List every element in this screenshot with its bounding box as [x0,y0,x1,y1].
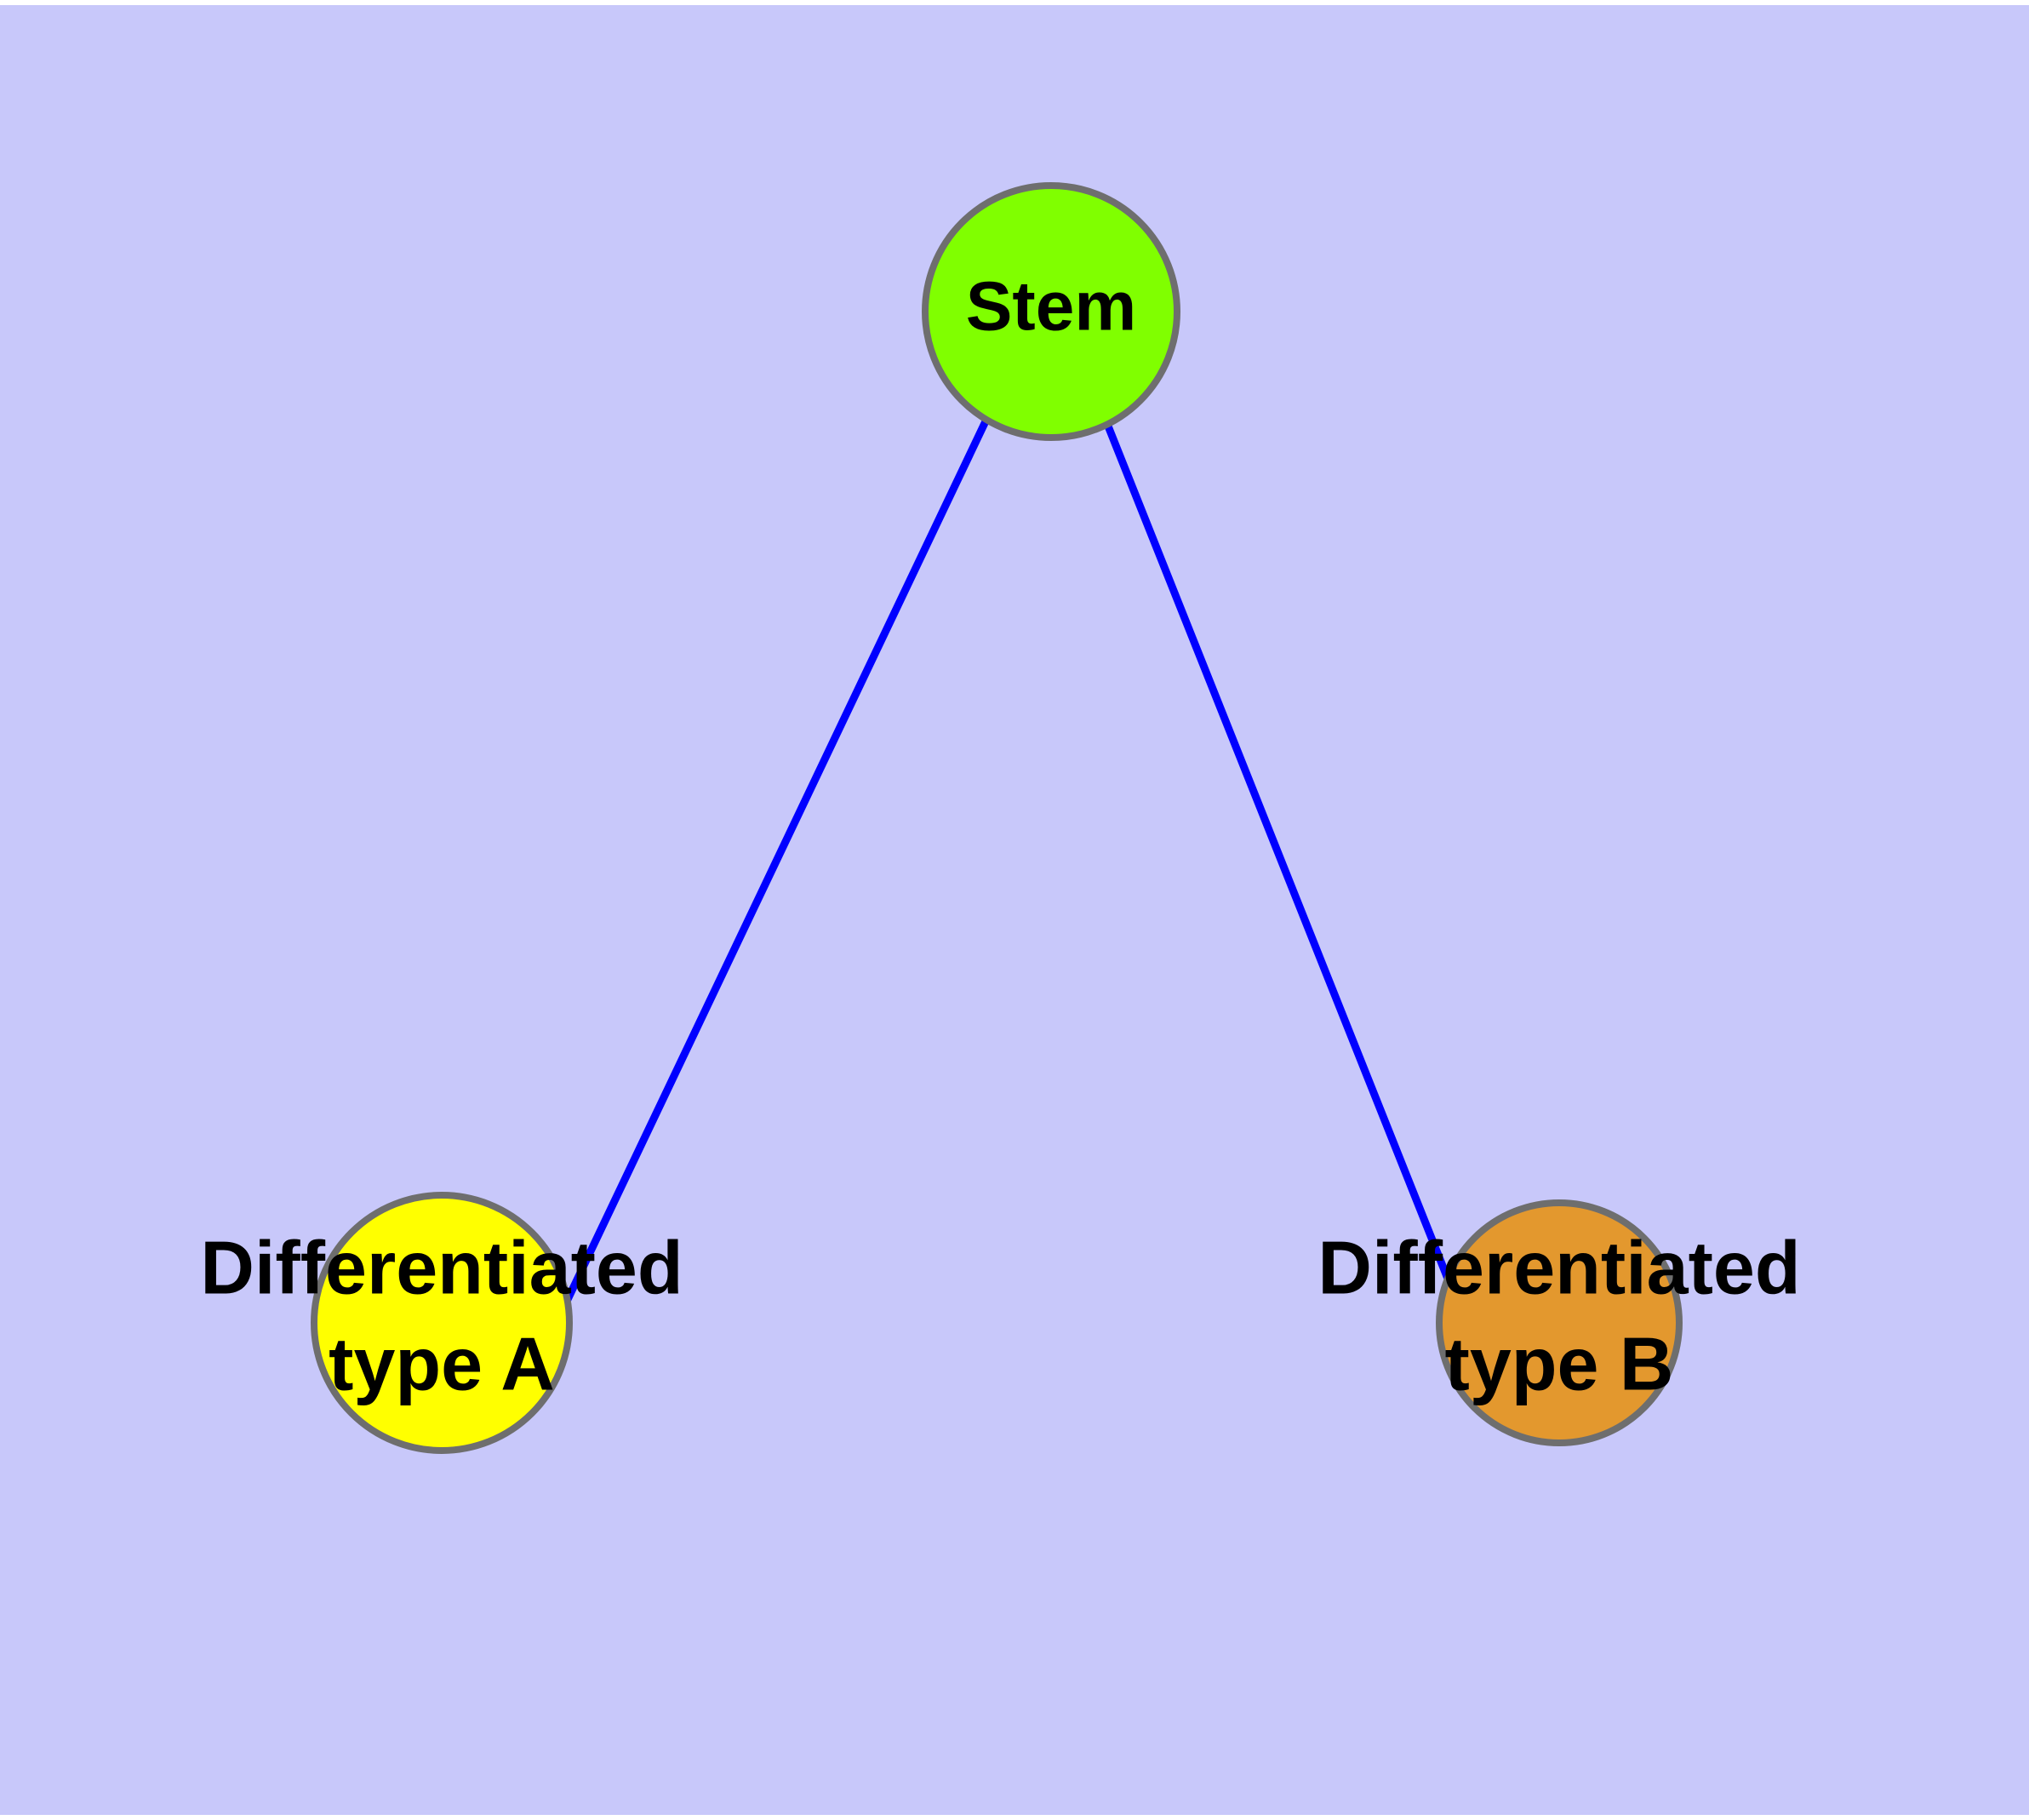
node-label-differentiated-type-a-line-1: Differentiated [200,1225,683,1309]
node-stem[interactable] [922,182,1180,441]
diagram-canvas: Stem Differentiated type A Differentiate… [0,5,2029,1815]
node-differentiated-type-a-circle[interactable] [311,1192,573,1454]
node-stem-circle[interactable] [922,182,1180,441]
node-label-differentiated-type-b-line-1: Differentiated [1317,1225,1800,1309]
label-layer: Stem Differentiated type A Differentiate… [200,268,1800,1406]
node-layer [311,182,1683,1454]
node-differentiated-type-a[interactable] [311,1192,573,1454]
node-label-stem: Stem [966,268,1137,346]
node-differentiated-type-b[interactable] [1436,1199,1683,1446]
edge-stem-to-differentiated-type-a[interactable] [502,415,992,1431]
node-differentiated-type-b-circle[interactable] [1436,1199,1683,1446]
graph-surface: Stem Differentiated type A Differentiate… [200,182,1801,1454]
node-label-differentiated-type-b-line-2: type B [1445,1321,1674,1405]
node-label-differentiated-type-a-line-2: type A [329,1321,555,1405]
edge-layer [502,415,1511,1431]
edge-stem-to-differentiated-type-b[interactable] [1102,420,1511,1429]
